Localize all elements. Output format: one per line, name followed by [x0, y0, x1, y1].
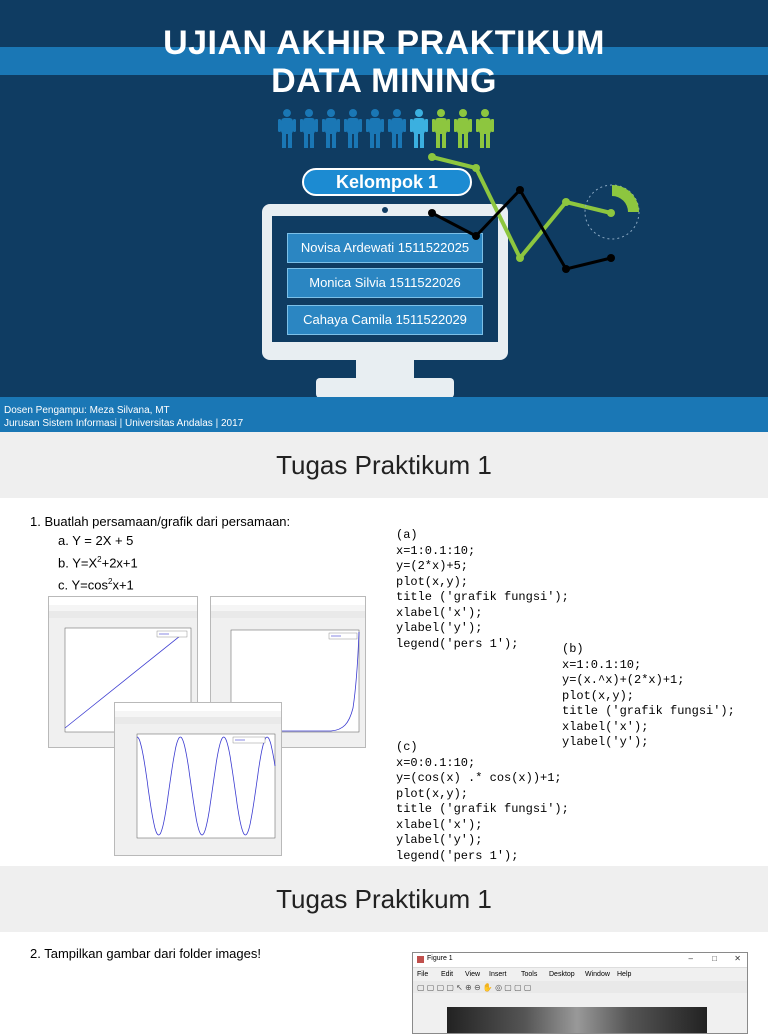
figure-menu-item[interactable]: Help	[617, 971, 632, 978]
figure-menu-item[interactable]: File	[417, 971, 429, 978]
equation-a: a. Y = 2X + 5	[58, 533, 134, 548]
question-1-text: 1. Buatlah persamaan/grafik dari persama…	[30, 514, 291, 529]
figure-menu-item[interactable]: View	[465, 971, 481, 978]
equation-c-post: x+1	[112, 577, 134, 593]
figure-title: Figure 1	[427, 955, 453, 962]
question-2: 2. Tampilkan gambar dari folder images!	[30, 946, 261, 961]
equation-c: c. Y=cos2x+1	[30, 572, 290, 594]
figure-menu-item[interactable]: Insert	[489, 971, 507, 978]
figure-toolbar: ▢ ▢ ▢ ▢ ↖ ⊕ ⊖ ✋ ◎ ▢ ▢ ▢	[413, 981, 747, 993]
code-block-a: (a) x=1:0.1:10; y=(2*x)+5; plot(x,y); ti…	[396, 528, 569, 651]
footer-institution: Jurusan Sistem Informasi | Universitas A…	[4, 418, 244, 429]
title-line-1: UJIAN AKHIR PRAKTIKUM	[163, 24, 605, 62]
people-icon	[278, 109, 494, 148]
slide2-heading: Tugas Praktikum 1	[276, 450, 492, 480]
figure-menu-item[interactable]: Tools	[521, 971, 538, 978]
member-2: Monica Silvia 1511522026	[287, 268, 483, 298]
toolbar-icons: ▢ ▢ ▢ ▢ ↖ ⊕ ⊖ ✋ ◎ ▢ ▢ ▢	[417, 983, 532, 992]
member-1: Novisa Ardewati 1511522025	[287, 233, 483, 263]
slide-title: UJIAN AKHIR PRAKTIKUM DATA MINING	[0, 24, 768, 100]
equation-c-sup: 2	[107, 577, 113, 587]
title-band	[0, 47, 768, 75]
equation-b-post: +2x+1	[101, 555, 138, 571]
close-icon[interactable]: ✕	[734, 954, 741, 963]
footer-band	[0, 397, 768, 432]
title-line-2: DATA MINING	[271, 62, 497, 100]
figure-menu-item[interactable]: Desktop	[549, 971, 575, 978]
slide2-header: Tugas Praktikum 1	[0, 432, 768, 498]
slide3-header: Tugas Praktikum 1	[0, 866, 768, 932]
slide3-heading: Tugas Praktikum 1	[276, 884, 492, 914]
monitor-base	[316, 378, 454, 398]
equation-b-sup: 2	[97, 555, 102, 564]
figure-menu-item[interactable]: Window	[585, 971, 610, 978]
image-figure-window: Figure 1 – □ ✕ File Edit View Insert Tools De…	[412, 952, 748, 1034]
figure-menubar: File Edit View Insert Tools Desktop Window Help	[413, 969, 747, 981]
title-slide: UJIAN AKHIR PRAKTIKUM DATA MINING Kelomp…	[0, 0, 768, 432]
question-1: 1. Buatlah persamaan/grafik dari persama…	[30, 512, 290, 595]
equation-c-pre: c. Y=cos	[58, 577, 108, 593]
equation-b: b. Y=X2+2x+1	[30, 550, 290, 572]
monitor-stand	[356, 360, 414, 382]
figure-window-c	[114, 702, 282, 856]
figure-titlebar: Figure 1 – □ ✕	[413, 953, 747, 968]
minimize-icon[interactable]: –	[688, 954, 693, 963]
line-chart-decoration-icon	[428, 153, 640, 273]
footer-lecturer: Dosen Pengampu: Meza Silvana, MT	[4, 405, 170, 416]
group-badge: Kelompok 1	[302, 168, 472, 196]
code-block-b: (b) x=1:0.1:10; y=(x.^x)+(2*x)+1; plot(x…	[562, 642, 735, 749]
code-block-c: (c) x=0:0.1:10; y=(cos(x) .* cos(x))+1; …	[396, 740, 569, 863]
maximize-icon[interactable]: □	[712, 954, 717, 963]
member-3: Cahaya Camila 1511522029	[287, 305, 483, 335]
monitor-camera-dot	[382, 207, 388, 213]
equation-b-pre: b. Y=X	[58, 555, 98, 571]
displayed-image	[447, 1007, 707, 1033]
figure-menu-item[interactable]: Edit	[441, 971, 454, 978]
matlab-icon	[417, 956, 424, 963]
plot-cosine-icon	[136, 733, 276, 839]
